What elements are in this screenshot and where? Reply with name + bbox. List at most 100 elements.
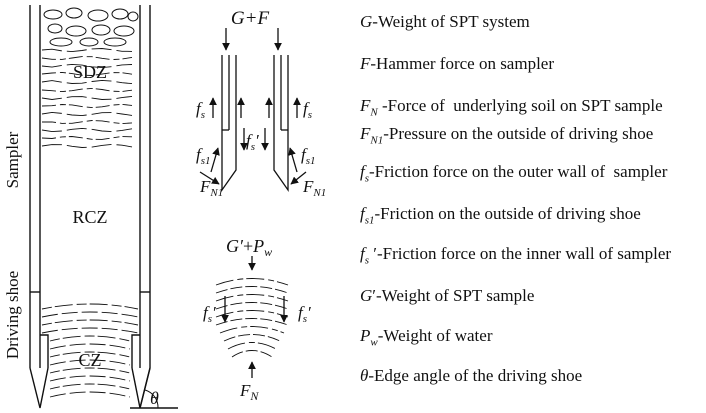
legend-description: -Edge angle of the driving shoe (368, 366, 583, 385)
sample-stratum-line (223, 334, 281, 342)
sdz-stratum-line (41, 127, 133, 133)
fs1-right-label: fs1 (301, 145, 316, 167)
cz-stratum-line (49, 367, 131, 374)
legend-subscript: N1 (370, 134, 384, 147)
fs-prime-label: fs′ (246, 131, 259, 153)
sample-fs-prime-right: fs′ (298, 303, 311, 325)
legend-symbol: f (360, 244, 365, 263)
legend-prime: ′ (372, 286, 376, 305)
sampler-section (29, 5, 178, 409)
sample-free-body (221, 256, 288, 378)
cz-stratum-line (49, 375, 131, 382)
legend-description: -Friction force on the outer wall of sam… (369, 162, 668, 181)
sample-fn-label: FN (239, 381, 259, 403)
sdz-stratum-line (41, 63, 133, 69)
cz-stratum-line (49, 391, 131, 398)
driving-shoe-label: Driving shoe (3, 271, 22, 359)
legend-item: FN1-Pressure on the outside of driving s… (360, 124, 653, 150)
legend-subscript: w (370, 336, 378, 349)
cz-stratum-line (49, 335, 131, 342)
legend-symbol: F (360, 124, 371, 143)
cz-stratum-line (41, 327, 139, 334)
sample-stratum-line (215, 294, 289, 302)
sampler-label: Sampler (3, 131, 22, 188)
fs1-left-label: fs1 (196, 145, 211, 167)
legend-symbol: f (360, 204, 365, 223)
theta-symbol: θ (150, 388, 159, 408)
legend-item: F-Hammer force on sampler (360, 54, 554, 74)
legend-description: -Pressure on the outside of driving shoe (383, 124, 654, 143)
sample-top-label: G′+Pw (226, 236, 272, 259)
legend-description: -Friction force on the inner wall of sam… (376, 244, 672, 263)
legend-item: fs ′-Friction force on the inner wall of… (360, 244, 671, 270)
wall-force-labels: fs fs fs′ fs1 fs1 FN1 FN1 (196, 99, 326, 199)
sdz-stratum-line (41, 111, 133, 117)
gravel-stone (47, 23, 63, 34)
gravel-stone (113, 25, 135, 37)
sample-stratum-line (215, 310, 289, 318)
gravel-stone (79, 37, 99, 47)
legend-item: G-Weight of SPT system (360, 12, 530, 32)
gravel-stone (111, 8, 129, 20)
gravel-stone (103, 37, 127, 47)
gravel-stone (43, 9, 63, 20)
legend-symbol: θ (360, 366, 369, 385)
sdz-stratum-line (41, 79, 133, 85)
sample-stratum-line (215, 286, 289, 294)
cz-stratum-line (49, 383, 131, 390)
sdz-stratum-line (41, 103, 133, 109)
legend-description: -Hammer force on sampler (370, 54, 555, 73)
legend-item: G′-Weight of SPT sample (360, 286, 534, 306)
legend-symbol: G (360, 12, 373, 31)
legend-description: -Friction on the outside of driving shoe (374, 204, 641, 223)
sdz-stratum-line (41, 87, 133, 93)
legend-description: -Weight of SPT sample (376, 286, 535, 305)
legend-description: -Force of underlying soil on SPT sample (377, 96, 663, 115)
fn1-right-label: FN1 (302, 177, 326, 199)
legend-item: fs1-Friction on the outside of driving s… (360, 204, 641, 230)
legend-description: -Weight of water (377, 326, 493, 345)
legend-item: FN -Force of underlying soil on SPT samp… (360, 96, 663, 122)
legend-symbol: F (360, 54, 371, 73)
cz-stratum-line (41, 303, 139, 310)
sample-force-labels: fs′ fs′ FN (203, 303, 311, 403)
legend-item: Pw-Weight of water (360, 326, 492, 352)
gravel-stone (49, 37, 73, 47)
sample-stratum-line (227, 342, 277, 350)
sample-stratum-line (231, 350, 273, 358)
cz-stratum-line (41, 311, 139, 318)
cz-stratum-line (49, 359, 131, 366)
legend-subscript: s1 (364, 214, 375, 227)
sdz-stratum-line (41, 56, 133, 61)
fs-left-label: fs (196, 99, 205, 121)
legend-subscript: s (364, 254, 370, 267)
angle-arc (144, 389, 159, 409)
gravel-stone (127, 11, 139, 22)
zone-rcz-label: RCZ (72, 207, 107, 227)
legend-symbol: F (360, 96, 371, 115)
sdz-stratum-line (41, 95, 133, 100)
sdz-stratum-line (41, 136, 133, 140)
legend-item: fs-Friction force on the outer wall of s… (360, 162, 667, 188)
legend-symbol: P (360, 326, 371, 345)
gravel-layer (43, 7, 139, 47)
sample-stratum-line (215, 278, 289, 286)
cz-stratum-line (49, 351, 131, 358)
gravel-stone (65, 25, 87, 37)
legend-description: -Weight of SPT system (372, 12, 530, 31)
legend-subscript: s (364, 172, 370, 185)
cz-stratum-line (41, 319, 139, 326)
legend-symbol: G (360, 286, 373, 305)
strata-lines (41, 48, 139, 398)
fs-right-label: fs (303, 99, 312, 121)
sample-stratum-line (219, 326, 285, 334)
gravel-stone (91, 24, 111, 36)
sdz-stratum-line (41, 48, 133, 53)
sdz-stratum-line (41, 71, 133, 76)
cz-stratum-line (49, 343, 131, 350)
sample-strata (215, 278, 289, 358)
gravel-stone (87, 9, 109, 22)
legend-subscript: N (370, 106, 378, 119)
